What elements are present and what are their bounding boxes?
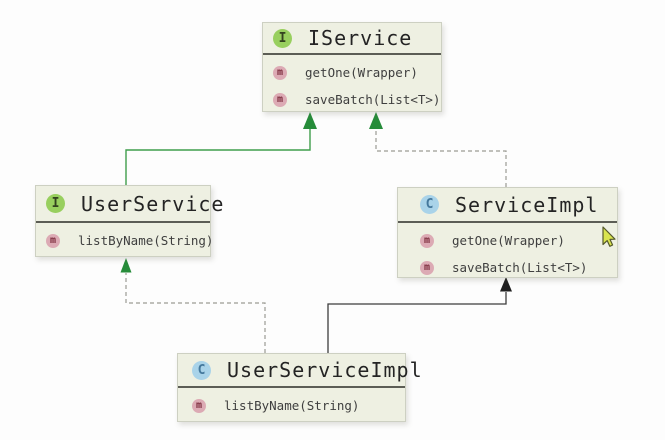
- node-header: I IService: [263, 23, 441, 55]
- method-row[interactable]: m getOne(Wrapper): [263, 59, 441, 86]
- class-node-serviceimpl[interactable]: C ServiceImpl m getOne(Wrapper) m saveBa…: [397, 187, 618, 278]
- node-body: m getOne(Wrapper) m saveBatch(List<T>): [398, 223, 617, 281]
- method-signature: getOne(Wrapper): [452, 233, 565, 248]
- method-signature: listByName(String): [78, 233, 214, 248]
- node-title: ServiceImpl: [455, 192, 599, 217]
- method-row[interactable]: m listByName(String): [36, 227, 214, 254]
- method-row[interactable]: m listByName(String): [178, 392, 405, 419]
- edge-line-solid-dark: [327, 292, 507, 353]
- arrowhead-to-iservice-left: [303, 112, 317, 129]
- arrowhead-to-iservice-right: [369, 112, 383, 129]
- method-icon: m: [420, 260, 434, 275]
- node-title: UserServiceImpl: [227, 358, 423, 382]
- class-node-userserviceimpl[interactable]: C UserServiceImpl m listByName(String): [177, 353, 422, 422]
- method-row[interactable]: m saveBatch(List<T>): [263, 86, 441, 113]
- method-icon: m: [192, 398, 206, 413]
- arrowhead-to-serviceimpl: [500, 277, 512, 292]
- method-signature: listByName(String): [224, 398, 360, 413]
- class-node-iservice[interactable]: I IService m getOne(Wrapper) m saveBatch…: [262, 22, 442, 112]
- node-body: m getOne(Wrapper) m saveBatch(List<T>): [263, 55, 441, 113]
- method-icon: m: [46, 233, 60, 248]
- edge-line-solid-green: [125, 128, 311, 185]
- method-icon: m: [273, 65, 287, 80]
- class-icon: C: [420, 195, 439, 214]
- node-header: C ServiceImpl: [398, 188, 617, 223]
- method-row[interactable]: m saveBatch(List<T>): [398, 254, 617, 281]
- edge-userserviceimpl-extends-serviceimpl[interactable]: [327, 277, 512, 353]
- method-icon: m: [273, 92, 287, 107]
- node-body: m listByName(String): [178, 388, 405, 419]
- node-title: UserService: [81, 191, 225, 216]
- edge-serviceimpl-implements-iservice[interactable]: [369, 112, 507, 187]
- interface-icon: I: [46, 194, 65, 213]
- method-icon: m: [420, 233, 434, 248]
- edge-userserviceimpl-implements-userservice[interactable]: [120, 258, 266, 353]
- edge-userservice-extends-iservice[interactable]: [125, 112, 317, 185]
- method-signature: saveBatch(List<T>): [305, 92, 441, 107]
- arrowhead-to-userservice: [120, 258, 132, 273]
- edge-line-dashed: [125, 273, 266, 353]
- edge-line-dashed: [375, 130, 507, 187]
- interface-icon: I: [273, 28, 292, 48]
- class-node-userservice[interactable]: I UserService m listByName(String): [35, 185, 223, 257]
- node-header: C UserServiceImpl: [178, 354, 422, 388]
- method-signature: getOne(Wrapper): [305, 65, 418, 80]
- node-title: IService: [308, 26, 413, 50]
- node-body: m listByName(String): [36, 223, 214, 254]
- node-header: I UserService: [36, 186, 223, 223]
- class-icon: C: [192, 360, 211, 380]
- method-row[interactable]: m getOne(Wrapper): [398, 227, 617, 254]
- method-signature: saveBatch(List<T>): [452, 260, 588, 275]
